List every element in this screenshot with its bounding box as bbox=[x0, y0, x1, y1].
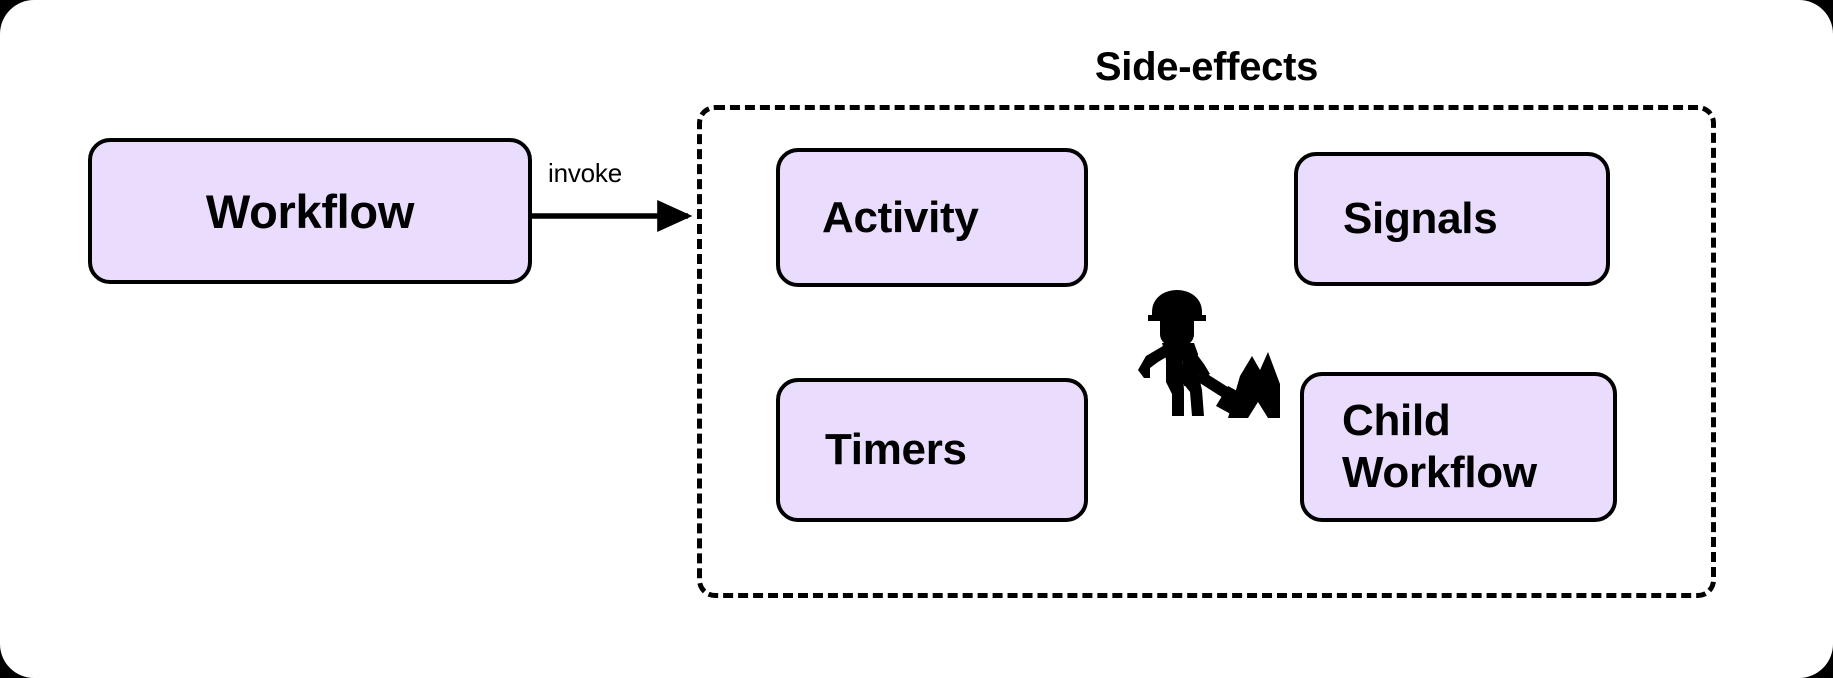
workflow-node-label: Workflow bbox=[205, 184, 415, 238]
child-workflow-node[interactable]: Child Workflow bbox=[1300, 372, 1617, 522]
timers-node-label: Timers bbox=[825, 425, 967, 474]
invoke-arrow-icon bbox=[530, 200, 693, 232]
child-workflow-node-label: Child Workflow bbox=[1342, 395, 1537, 499]
side-effects-group-container bbox=[697, 105, 1716, 598]
child-workflow-node-label-line2: Workflow bbox=[1342, 448, 1537, 497]
activity-node[interactable]: Activity bbox=[776, 148, 1088, 287]
invoke-edge-label: invoke bbox=[548, 158, 622, 188]
activity-node-label: Activity bbox=[822, 192, 979, 242]
timers-node[interactable]: Timers bbox=[776, 378, 1088, 522]
signals-node-label: Signals bbox=[1343, 194, 1498, 243]
construction-worker-icon bbox=[1138, 290, 1280, 418]
side-effects-group-title: Side-effects bbox=[1094, 45, 1319, 89]
workflow-node[interactable]: Workflow bbox=[88, 138, 532, 284]
signals-node[interactable]: Signals bbox=[1294, 152, 1610, 286]
child-workflow-node-label-line1: Child bbox=[1342, 396, 1451, 446]
